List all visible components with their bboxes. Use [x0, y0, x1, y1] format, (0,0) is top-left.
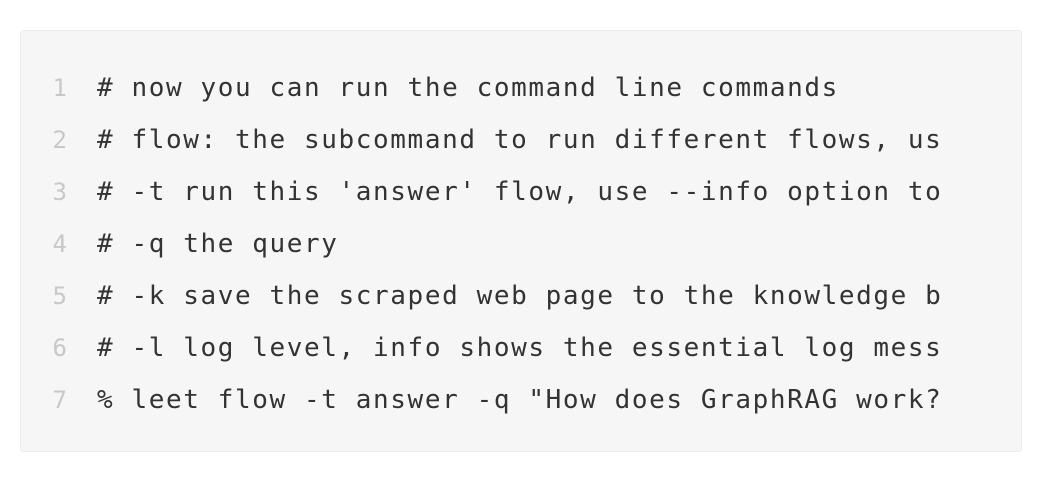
line-text: # flow: the subcommand to run different …	[97, 125, 943, 155]
line-number: 3	[52, 178, 67, 206]
line-number: 1	[52, 74, 67, 102]
code-block: 1 # now you can run the command line com…	[20, 30, 1022, 452]
code-line-5: 5 # -k save the scraped web page to the …	[21, 270, 1021, 322]
line-text: # -t run this 'answer' flow, use --info …	[97, 177, 943, 207]
code-line-6: 6 # -l log level, info shows the essenti…	[21, 322, 1021, 374]
line-text: # -l log level, info shows the essential…	[97, 333, 943, 363]
line-number: 6	[52, 334, 67, 362]
line-number: 4	[52, 230, 67, 258]
line-text: % leet flow -t answer -q "How does Graph…	[97, 385, 943, 415]
code-line-3: 3 # -t run this 'answer' flow, use --inf…	[21, 166, 1021, 218]
code-line-1: 1 # now you can run the command line com…	[21, 62, 1021, 114]
code-line-4: 4 # -q the query	[21, 218, 1021, 270]
code-line-7: 7 % leet flow -t answer -q "How does Gra…	[21, 374, 1021, 426]
code-lines: 1 # now you can run the command line com…	[21, 62, 1021, 426]
code-line-2: 2 # flow: the subcommand to run differen…	[21, 114, 1021, 166]
line-number: 2	[52, 126, 67, 154]
line-text: # -q the query	[97, 229, 339, 259]
line-number: 7	[52, 386, 67, 414]
line-text: # now you can run the command line comma…	[97, 73, 839, 103]
line-number: 5	[52, 282, 67, 310]
line-text: # -k save the scraped web page to the kn…	[97, 281, 943, 311]
